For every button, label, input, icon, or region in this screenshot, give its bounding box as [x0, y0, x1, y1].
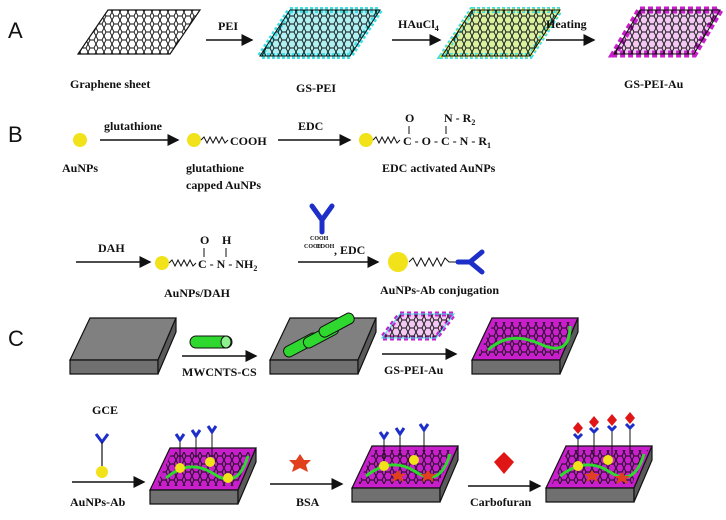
arrow-aunps-ab-label: AuNPs-Ab: [70, 495, 126, 509]
gce-label: GCE: [92, 403, 118, 417]
edc-carbonyl-o: O: [405, 111, 414, 125]
arrow-carbofuran-label: Carbofuran: [470, 495, 532, 509]
edc-activated-label: EDC activated AuNPs: [382, 161, 496, 175]
aunp-particle: [73, 133, 87, 147]
glutathione-chain: [372, 135, 401, 145]
arrow-gs-pei-au-label: GS-PEI-Au: [384, 363, 444, 377]
arrow-edc-label: EDC: [298, 119, 323, 133]
bsa-icon: [289, 454, 311, 472]
arrow-dah-label: DAH: [98, 241, 125, 255]
dah-chain: C - N - NH2: [198, 257, 257, 273]
aunp-particle: [187, 133, 201, 147]
gs-pei-au-sheet-small: [377, 311, 459, 341]
arrow-haucl4-label: HAuCl4: [398, 17, 439, 33]
modified-electrode-2: [149, 425, 257, 505]
antibody-icon: [309, 203, 335, 235]
aunps-dah-label: AuNPs/DAH: [164, 286, 231, 300]
glutathione-chain: [168, 258, 197, 268]
gs-pei-sheet: [254, 7, 386, 59]
section-label-b: B: [8, 122, 23, 147]
aunps-label: AuNPs: [62, 161, 98, 175]
mwcnt-electrode: [269, 312, 377, 375]
arrow-bsa-label: BSA: [296, 495, 320, 509]
gs-pei-au-label: GS-PEI-Au: [624, 77, 684, 91]
gs-pei-au3-sheet: [436, 7, 566, 59]
aunp-particle: [388, 252, 408, 272]
capped-label-line2: capped AuNPs: [186, 178, 261, 192]
graphene-sheet-label: Graphene sheet: [70, 77, 150, 91]
carbofuran-icon: [494, 452, 514, 474]
cooh-label: COOH: [230, 134, 267, 148]
aunp-ab-icon: [94, 433, 110, 478]
linker-chain: [408, 256, 458, 268]
arrow-pei-label: PEI: [218, 19, 238, 33]
gs-pei-au-sheet: [607, 6, 726, 58]
graphene-sheet: [76, 9, 202, 55]
gs-pei-label: GS-PEI: [296, 81, 336, 95]
arrow-heating-label: Heating: [546, 17, 587, 31]
glutathione-chain: [200, 135, 229, 145]
arrow-glutathione-label: glutathione: [104, 119, 163, 133]
aunp-particle: [359, 133, 373, 147]
section-label-c: C: [8, 326, 24, 351]
aunp-particle: [155, 256, 169, 270]
section-label-a: A: [8, 18, 23, 43]
mwcnt-tube-icon: [189, 335, 233, 349]
gce-electrode: [69, 317, 177, 375]
dah-carbonyl-o: O: [200, 233, 209, 247]
arrow-antibody-edc-label: , EDC: [334, 243, 365, 257]
antibody-icon: [455, 249, 485, 275]
dah-amide-h: H: [222, 233, 232, 247]
edc-chain: C - O - C - N - R1: [403, 134, 491, 150]
cooh-stack-1: COOH: [304, 244, 323, 250]
arrow-mwcnts-label: MWCNTS-CS: [182, 365, 257, 379]
edc-n-r2: N - R2: [444, 111, 475, 127]
capped-label-line1: glutathione: [186, 161, 245, 175]
modified-electrode-3: [351, 423, 459, 503]
final-immunosensor: [545, 412, 653, 503]
conjugation-label: AuNPs-Ab conjugation: [380, 283, 499, 297]
modified-electrode-1: [471, 317, 579, 375]
cooh-stack-3: COOH: [316, 244, 335, 250]
cooh-stack-2: COOH: [310, 236, 329, 242]
